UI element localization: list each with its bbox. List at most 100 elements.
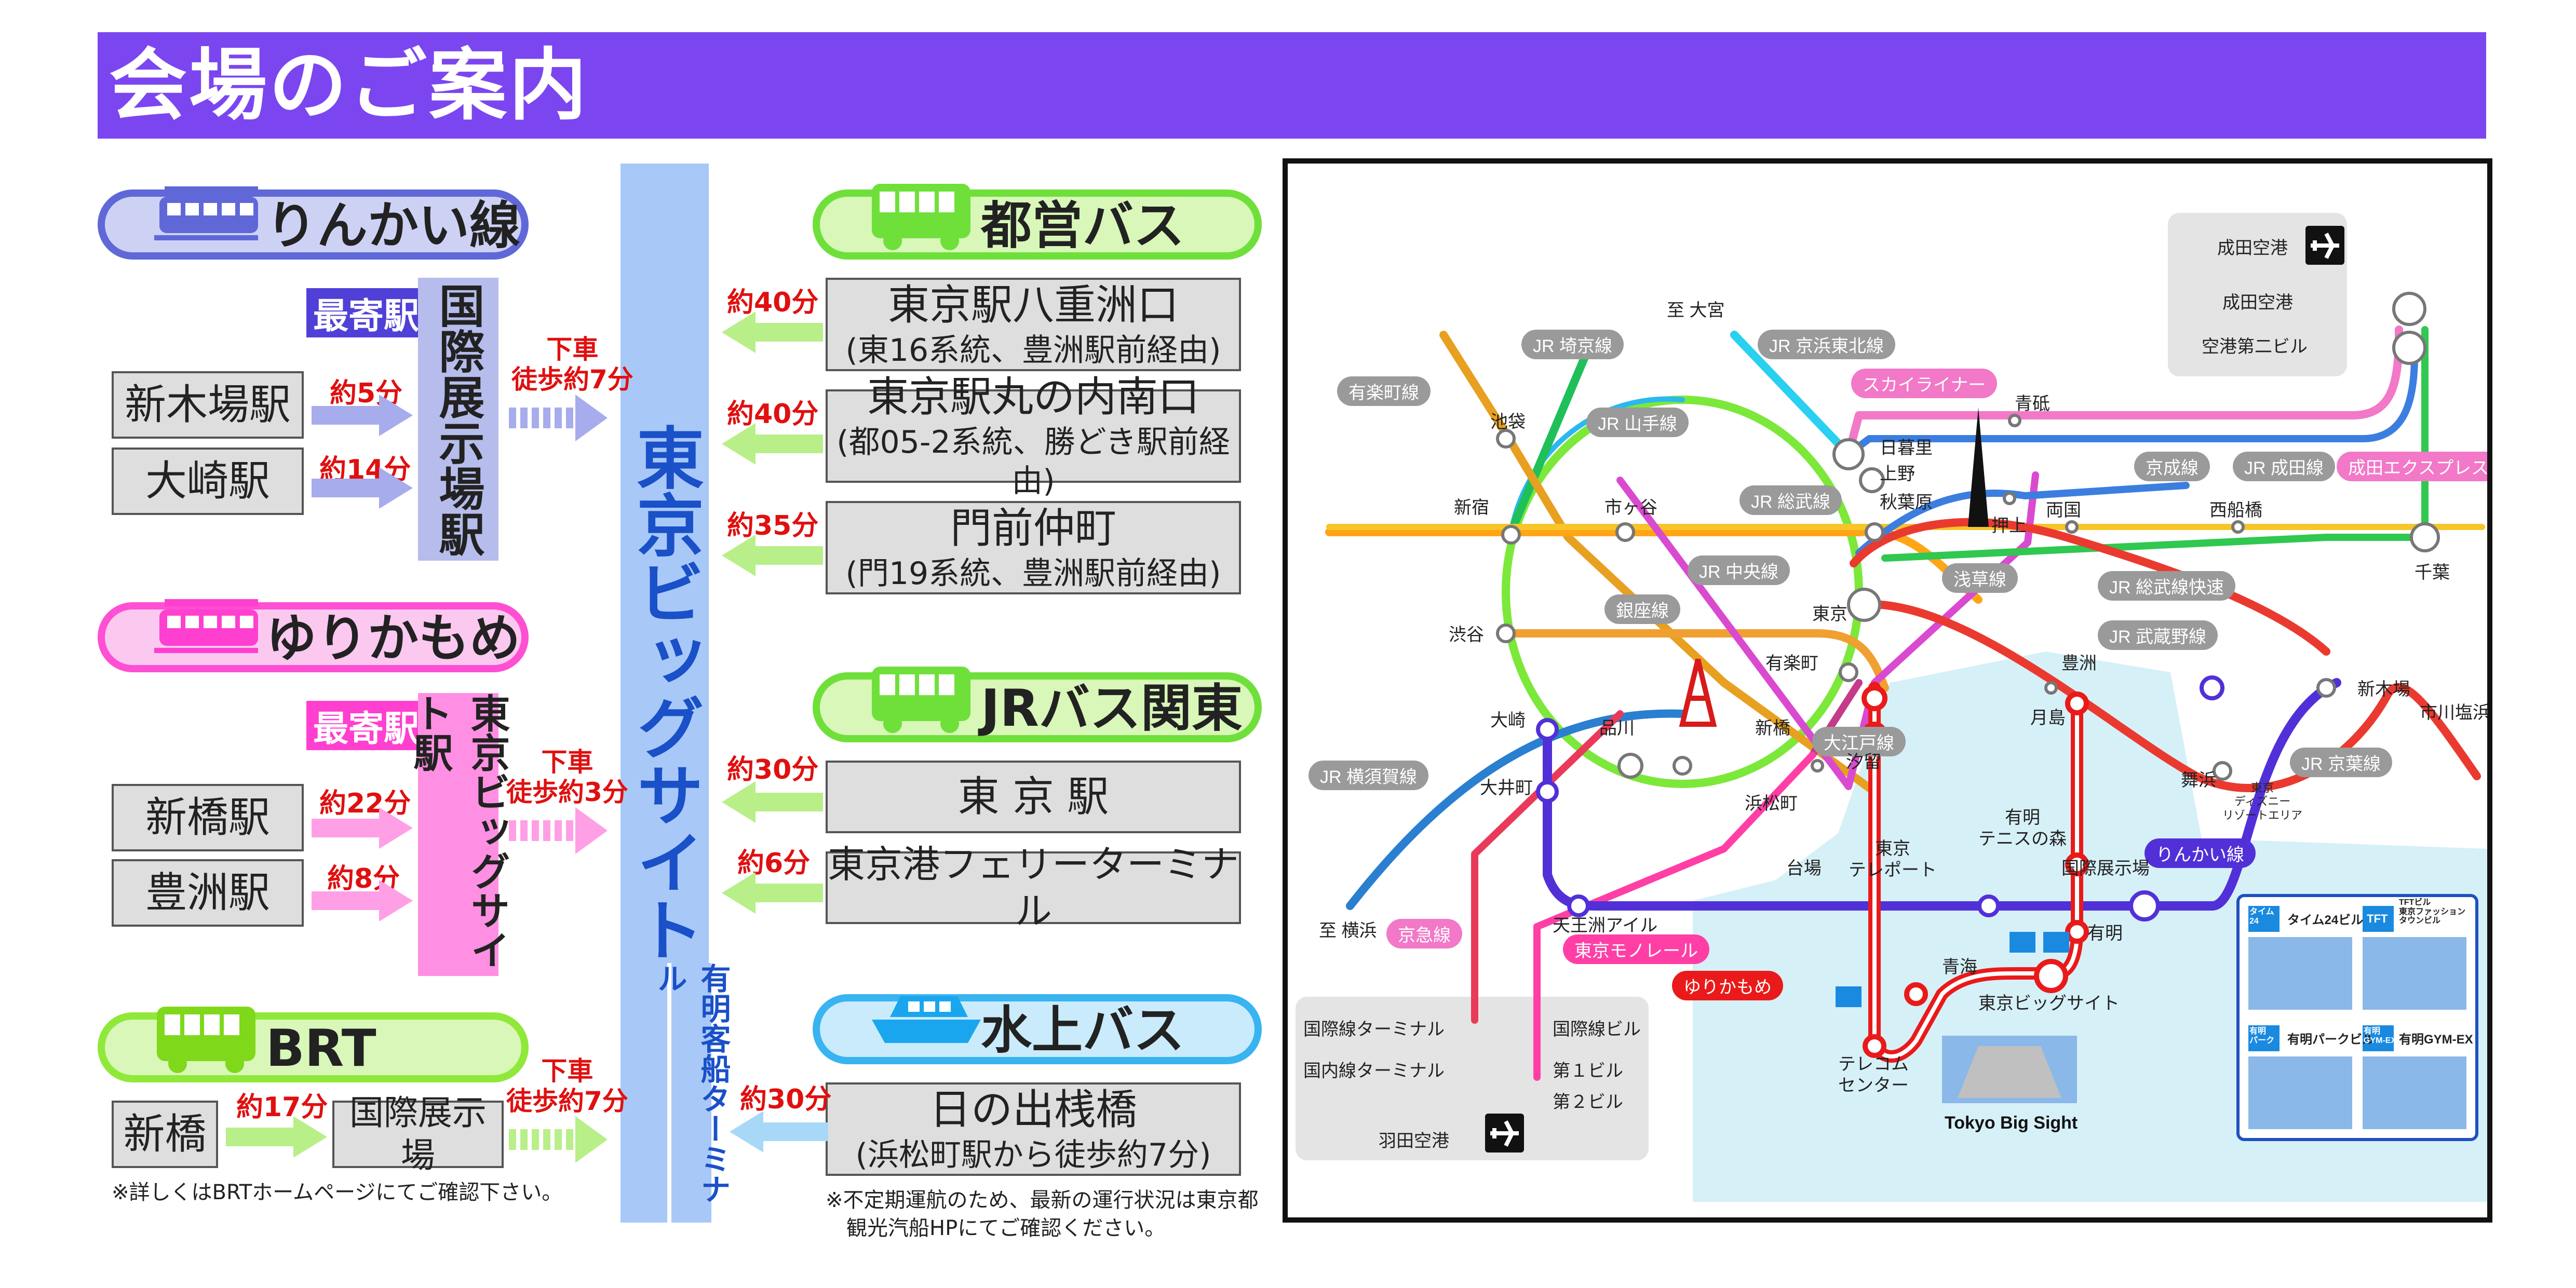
yurikamome-walk-time: 下車 徒歩約3分 [506, 747, 628, 807]
toei-route-3: 門前仲町(門19系統、豊洲駅前経由) [826, 501, 1241, 594]
station-label-ariake_tennis: 有明 テニスの森 [1978, 808, 2067, 849]
line-label-chuo: JR 中央線 [1688, 555, 1790, 585]
station-label-disney: 東京 ディズニー リゾートエリア [2222, 781, 2303, 822]
station-label-intl_terminal: 国際線ターミナル [1303, 1020, 1445, 1039]
rinkai-walk-time: 下車 徒歩約7分 [511, 334, 633, 395]
station-label-narita: 成田空港 [2222, 293, 2293, 313]
jr-bus-route-1: 東 京 駅 [826, 761, 1241, 833]
station-label-ryogoku: 両国 [2046, 500, 2081, 520]
terminal-name: 有明客船ターミナル [652, 963, 731, 1204]
station-label-maihama: 舞浜 [2181, 770, 2216, 790]
yurikamome-arrows [312, 807, 413, 921]
line-label-narita: JR 成田線 [2233, 452, 2335, 481]
inset-label-badge_park: 有明 パーク [2249, 1027, 2275, 1045]
brt-arrow [226, 1116, 327, 1158]
bus-icon [157, 1007, 255, 1073]
yurikamome-header: ゆりかもめ [98, 599, 529, 672]
inset-label-badge_tft: TFT [2367, 912, 2388, 925]
toei-route-2: 東京駅丸の内南口(都05-2系統、勝どき駅前経由) [826, 373, 1241, 499]
station-label-akihabara: 秋葉原 [1880, 493, 1933, 512]
yurikamome-route-1-origin: 新橋駅 [112, 784, 304, 851]
yurikamome-nearest-station: 東京ビッグサイト駅 [407, 693, 510, 976]
line-label-rinkai: りんかい線 [2145, 838, 2256, 868]
brt-destination: 国際展示場 [332, 1093, 504, 1175]
airplane-icon-narita [2305, 226, 2344, 265]
water-bus-arrow [730, 1111, 828, 1153]
station-label-tokyo: 東京 [1812, 604, 1847, 624]
page-header: 会場のご案内 [98, 32, 2486, 139]
brt-note: ※詳しくはBRTホームページにてご確認下さい。 [112, 1181, 563, 1204]
station-label-teleport: 東京 テレポート [1849, 839, 1937, 880]
line-label-keihin: JR 京浜東北線 [1758, 330, 1895, 359]
station-label-chiba: 千葉 [2415, 563, 2450, 582]
station-label-ichigaya: 市ヶ谷 [1604, 498, 1657, 518]
brt-header: BRT [98, 1007, 529, 1082]
station-label-telecom: テレコム センター [1838, 1054, 1909, 1095]
station-label-daiba: 台場 [1786, 859, 1822, 878]
station-label-hamamatsucho: 浜松町 [1745, 794, 1798, 814]
jr-bus-header: JRバス関東 [813, 667, 1262, 742]
inset-label-tft: TFTビル 東京ファッション タウンビル [2399, 898, 2466, 926]
page-title: 会場のご案内 [109, 40, 589, 131]
bus-icon [872, 667, 970, 733]
station-label-narita2: 空港第二ビル [2202, 337, 2308, 357]
yurikamome-walk-arrow [509, 807, 608, 854]
inset-label-parkbldg: 有明パークビル [2287, 1033, 2375, 1047]
line-label-monorail: 東京モノレール [1563, 934, 1709, 964]
line-label-yurikamome: ゆりかもめ [1672, 971, 1783, 1000]
station-label-kokusai: 国際展示場 [2061, 859, 2150, 878]
water-bus-name: 水上バス [981, 1001, 1185, 1060]
water-bus-header: 水上バス [813, 994, 1262, 1064]
line-label-musashino: JR 武蔵野線 [2098, 620, 2218, 650]
station-label-aoto: 青砥 [2015, 394, 2050, 414]
line-label-sobu-rapid: JR 総武線快速 [2098, 571, 2235, 601]
bus-icon [872, 184, 970, 250]
station-label-osaki: 大崎 [1490, 711, 1526, 730]
rinkai-nearest-station: 国際展示場駅 [418, 278, 498, 561]
station-label-oimachi: 大井町 [1480, 778, 1533, 798]
rinkai-nearest-badge: 最寄駅 [306, 288, 426, 337]
station-label-yokohama: 至 横浜 [1319, 921, 1377, 941]
station-label-funabashi: 西船橋 [2209, 500, 2262, 520]
jr-bus-route-2-time: 約6分 [737, 848, 811, 879]
station-label-bldg1: 第１ビル [1553, 1061, 1623, 1081]
brt-walk-time: 下車 徒歩約7分 [506, 1056, 628, 1116]
inset-label-badge_time24: タイム 24 [2249, 907, 2274, 926]
inset-label-badge_gym: 有明 GYM-EX [2364, 1027, 2397, 1045]
toei-route-2-time: 約40分 [727, 399, 819, 430]
station-label-aomi: 青海 [1942, 957, 1977, 977]
inset-label-time24: タイム24ビル [2287, 913, 2364, 927]
station-label-shinbashi: 新橋 [1755, 718, 1790, 738]
station-label-tsukishima: 月島 [2030, 708, 2066, 728]
yurikamome-name: ゆりかもめ [266, 609, 521, 668]
airplane-icon-haneda [1485, 1114, 1524, 1153]
rinkai-line-name: りんかい線 [266, 196, 521, 255]
line-label-skyliner: スカイライナー [1851, 369, 1998, 398]
station-label-bigsight: 東京ビッグサイト [1978, 994, 2120, 1013]
inset-label-bigsight_en: Tokyo Big Sight [1945, 1113, 2078, 1133]
station-label-tennozu: 天王洲アイル [1553, 916, 1658, 936]
rinkai-arrows [312, 395, 413, 509]
station-label-shinjuku: 新宿 [1454, 498, 1489, 518]
line-label-ginza: 銀座線 [1604, 594, 1680, 624]
jr-bus-arrows [722, 781, 823, 914]
brt-name: BRT [266, 1019, 376, 1078]
station-label-ichikawa: 市川塩浜 [2420, 703, 2490, 723]
line-label-keisei: 京成線 [2134, 452, 2210, 481]
water-bus-time: 約30分 [740, 1084, 832, 1115]
rinkai-route-1-origin: 新木場駅 [112, 371, 304, 439]
line-label-yurakucho: 有楽町線 [1337, 376, 1431, 406]
station-label-toyosu: 豊洲 [2061, 654, 2097, 673]
station-label-shinagawa: 品川 [1599, 718, 1635, 738]
line-label-narita-express: 成田エクスプレス [2337, 452, 2487, 481]
yurikamome-route-2-origin: 豊洲駅 [112, 859, 304, 927]
station-label-shibuya: 渋谷 [1449, 625, 1484, 645]
toei-route-1: 東京駅八重洲口(東16系統、豊洲駅前経由) [826, 278, 1241, 371]
toei-route-3-time: 約35分 [727, 510, 819, 541]
toei-arrows [722, 311, 823, 576]
line-label-yokosuka: JR 横須賀線 [1309, 761, 1428, 790]
train-icon [154, 599, 258, 653]
terminal-column: 有明客船ターミナル [652, 963, 731, 1223]
station-label-bldg2: 第２ビル [1553, 1092, 1623, 1112]
station-label-ikebukuro: 池袋 [1490, 412, 1526, 432]
